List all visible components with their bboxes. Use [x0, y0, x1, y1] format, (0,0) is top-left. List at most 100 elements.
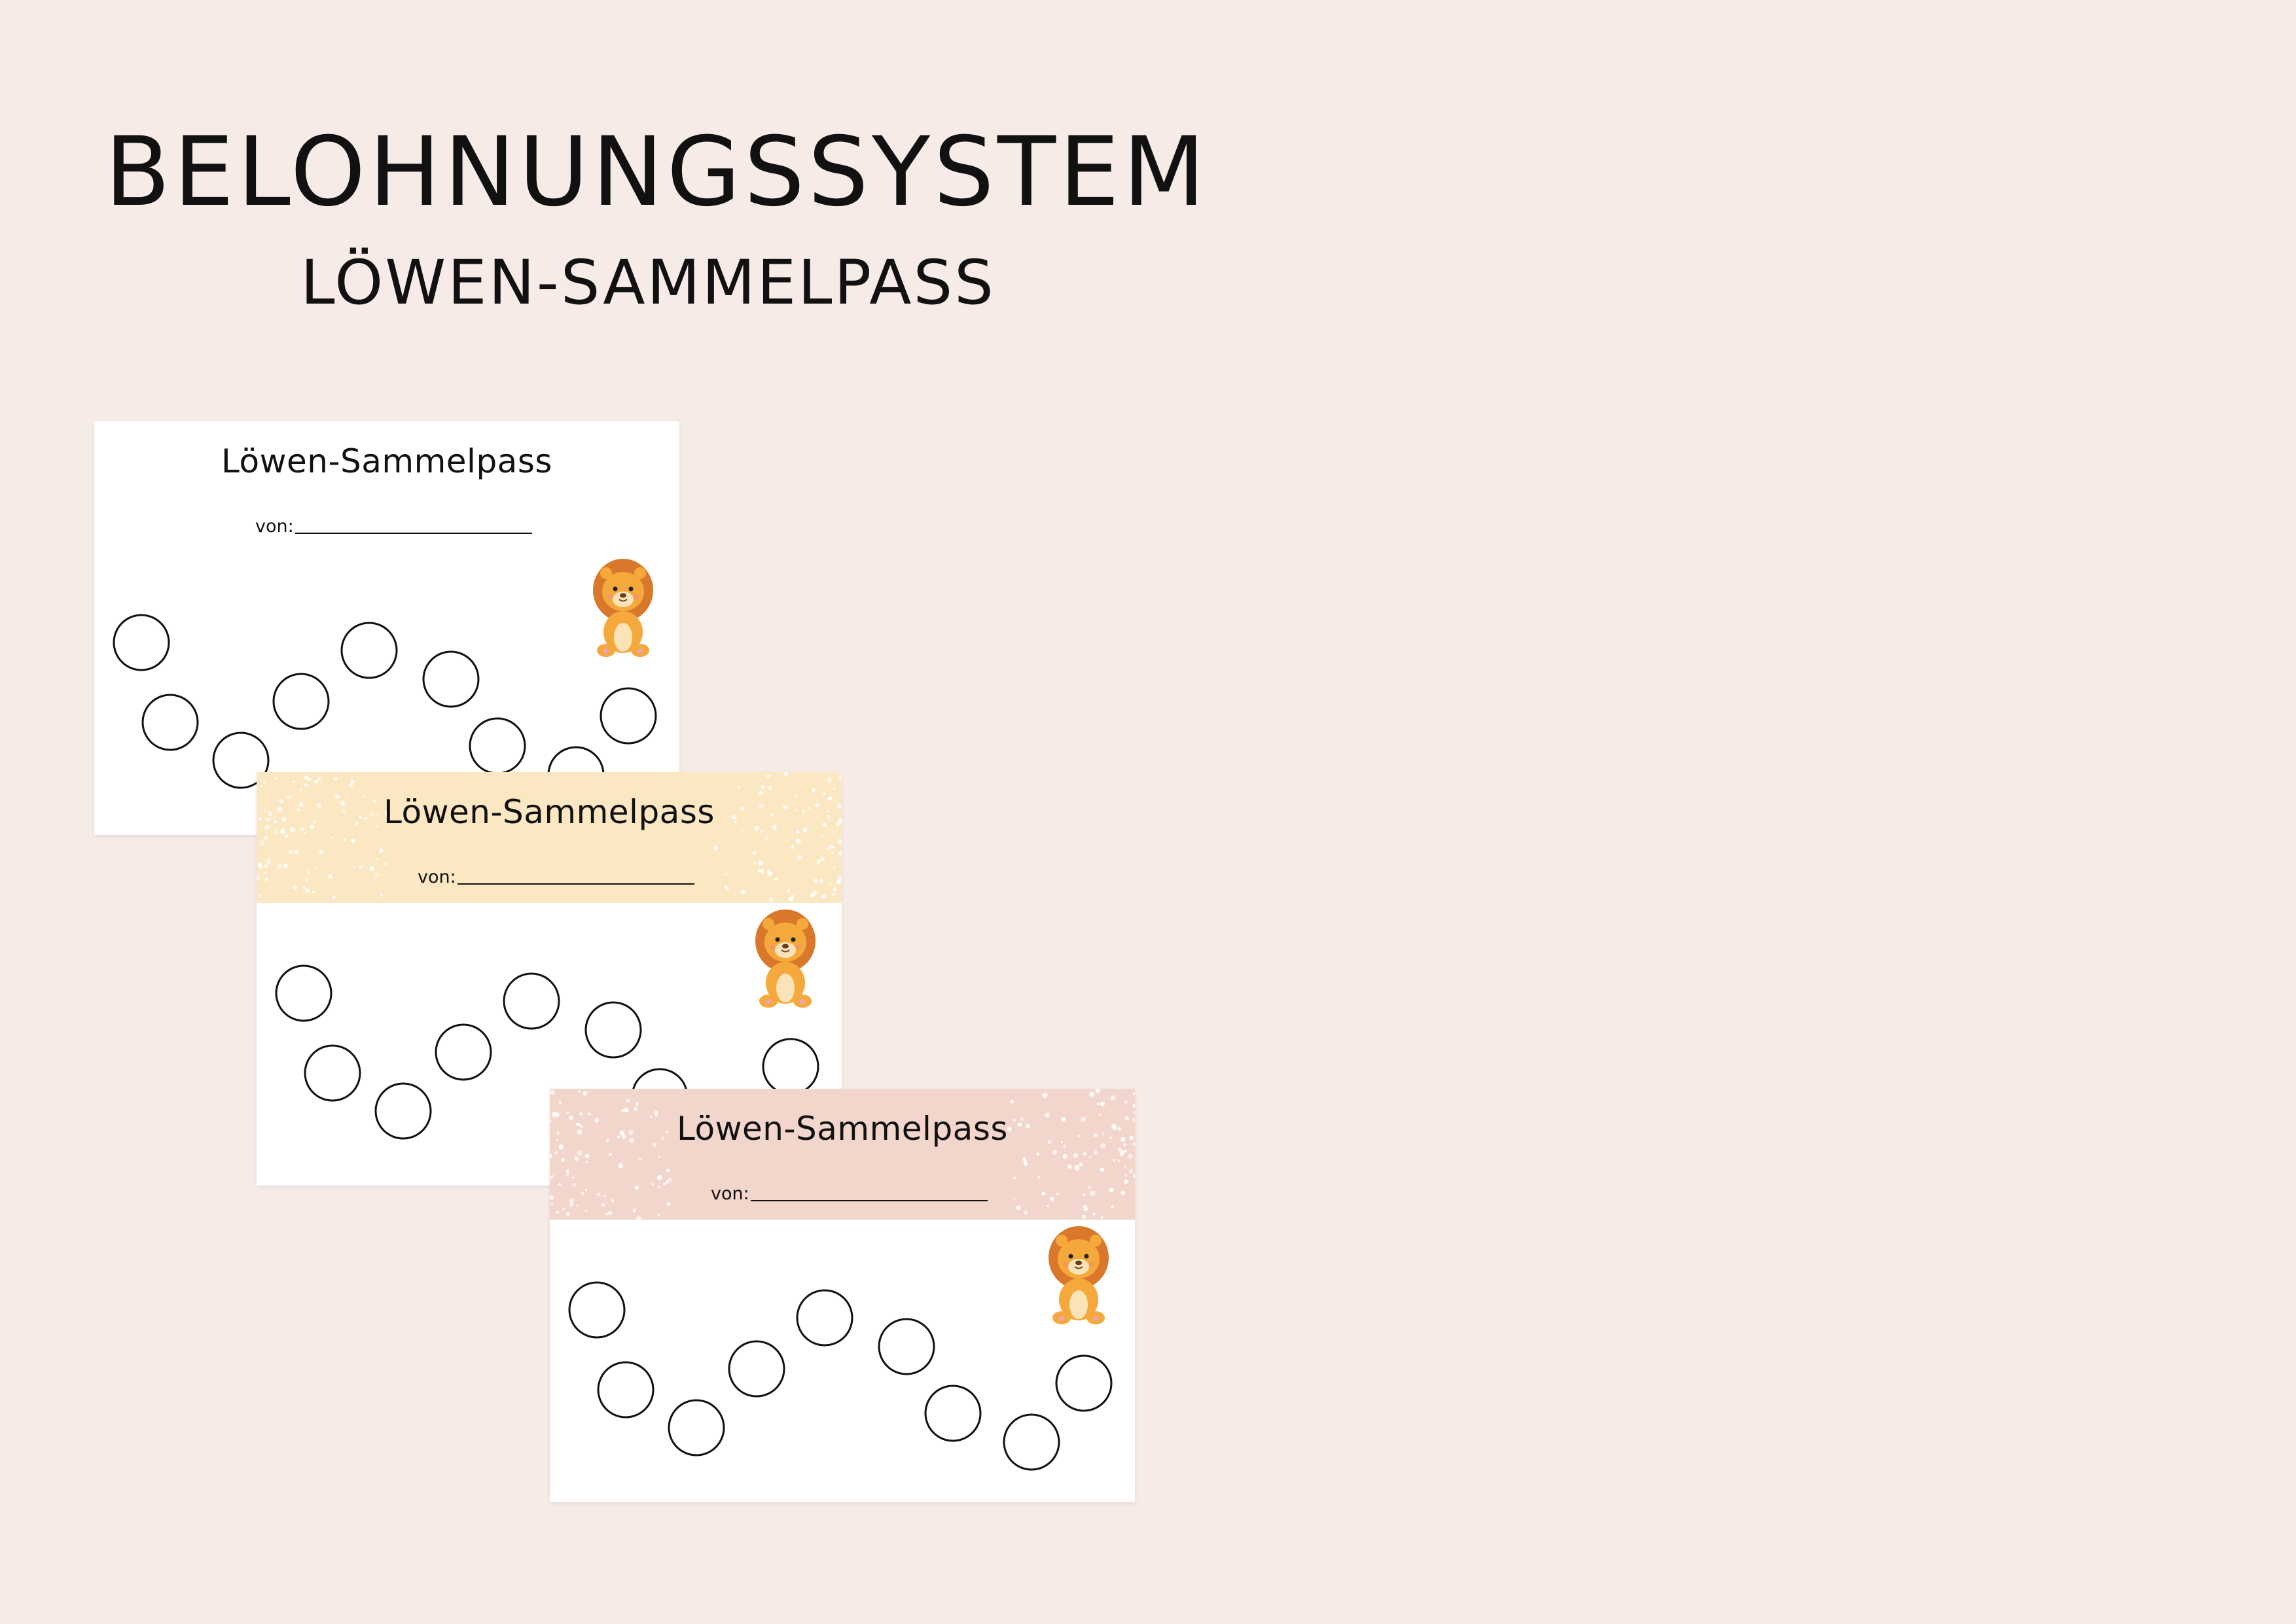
confetti-dot [1016, 1205, 1021, 1210]
sticker-circle [668, 1399, 725, 1456]
sticker-circle [584, 1001, 642, 1059]
confetti-dot [633, 1106, 638, 1112]
page-title: BELOHNUNGSSYSTEM [105, 116, 1209, 228]
confetti-dot [759, 803, 764, 809]
confetti-dot [550, 1153, 552, 1158]
confetti-dot [655, 1114, 658, 1117]
confetti-dot [566, 1111, 569, 1114]
confetti-dot [279, 799, 284, 804]
confetti-dot [565, 1212, 570, 1216]
confetti-dot [1124, 1150, 1127, 1153]
card-title: Löwen-Sammelpass [677, 1110, 1008, 1148]
confetti-dot [1099, 1114, 1102, 1117]
confetti-dot [259, 864, 263, 870]
confetti-dot [802, 827, 808, 832]
confetti-dot [629, 1138, 634, 1143]
confetti-dot [578, 1089, 581, 1093]
confetti-dot [624, 1107, 629, 1113]
confetti-dot [808, 806, 811, 810]
card-header [94, 421, 679, 552]
confetti-dot [585, 1209, 588, 1212]
confetti-dot [1013, 1197, 1016, 1200]
lion-icon [593, 559, 653, 657]
confetti-dot [328, 874, 332, 879]
confetti-dot [769, 872, 773, 875]
confetti-dot [649, 1116, 653, 1118]
confetti-dot [319, 850, 324, 855]
sticker-circle [600, 687, 657, 745]
confetti-dot [363, 795, 366, 798]
confetti-dot [819, 878, 823, 883]
confetti-dot [1083, 1152, 1086, 1156]
sticker-circle [113, 614, 170, 671]
owner-name-field: von: [711, 1176, 988, 1203]
confetti-dot [597, 1192, 601, 1197]
confetti-dot [1110, 1095, 1116, 1101]
confetti-dot [260, 785, 263, 788]
owner-name-field: von: [255, 509, 532, 535]
confetti-dot [725, 873, 728, 875]
confetti-dot [611, 1199, 615, 1203]
sticker-circle [878, 1318, 935, 1375]
confetti-dot [1117, 1159, 1121, 1162]
confetti-dot [334, 777, 338, 781]
confetti-dot [1044, 1112, 1050, 1118]
confetti-dot [621, 1108, 625, 1112]
confetti-dot [634, 1186, 639, 1190]
confetti-dot [1089, 1156, 1092, 1159]
confetti-dot [277, 864, 282, 869]
confetti-dot [1093, 1150, 1098, 1155]
confetti-dot [1017, 1122, 1022, 1127]
sticker-circle [796, 1289, 853, 1347]
confetti-dot [1074, 1165, 1080, 1171]
confetti-dot [1132, 1103, 1135, 1108]
confetti-dot [343, 838, 346, 841]
confetti-dot [829, 845, 833, 849]
confetti-dot [1124, 1166, 1126, 1169]
confetti-dot [1113, 1158, 1116, 1161]
confetti-dot [579, 1112, 583, 1116]
confetti-dot [786, 838, 789, 841]
confetti-dot [1133, 1092, 1135, 1095]
confetti-dot [268, 858, 271, 861]
confetti-dot [725, 887, 729, 891]
confetti-dot [661, 1137, 664, 1140]
sticker-circle [212, 732, 270, 789]
card-body [275, 909, 819, 1154]
sticker-circle [141, 694, 199, 751]
confetti-dot [577, 1150, 583, 1156]
confetti-dot [737, 785, 740, 788]
confetti-dot [1111, 1123, 1117, 1129]
confetti-dot [1047, 1139, 1052, 1144]
confetti-dot [342, 809, 346, 813]
confetti-dot [550, 1195, 554, 1200]
confetti-dot [1102, 1132, 1105, 1135]
confetti-dot [829, 882, 831, 885]
confetti-dot [632, 1209, 636, 1212]
confetti-dot [274, 830, 277, 834]
sticker-circle [340, 622, 398, 679]
confetti-dot [822, 822, 827, 827]
confetti-dot [286, 795, 291, 800]
confetti-dot [285, 834, 289, 838]
confetti-dot [379, 849, 384, 853]
header-background [94, 421, 679, 552]
confetti-dot [658, 1213, 660, 1216]
confetti-dot [351, 838, 355, 843]
confetti-dot [572, 1182, 577, 1187]
confetti-dot [1042, 1093, 1048, 1098]
confetti-dot [764, 836, 768, 840]
confetti-dot [826, 810, 829, 813]
confetti-dot [307, 777, 312, 781]
confetti-dot [833, 887, 837, 891]
confetti-dot [376, 825, 378, 828]
confetti-dot [666, 1130, 669, 1133]
confetti-dot [713, 845, 718, 851]
confetti-dot [1063, 1144, 1066, 1148]
confetti-dot [783, 772, 789, 777]
confetti-dot [626, 1099, 630, 1103]
confetti-dot [331, 836, 333, 839]
confetti-dot [293, 885, 297, 890]
confetti-dot [829, 796, 833, 800]
confetti-dot [1124, 1174, 1128, 1177]
